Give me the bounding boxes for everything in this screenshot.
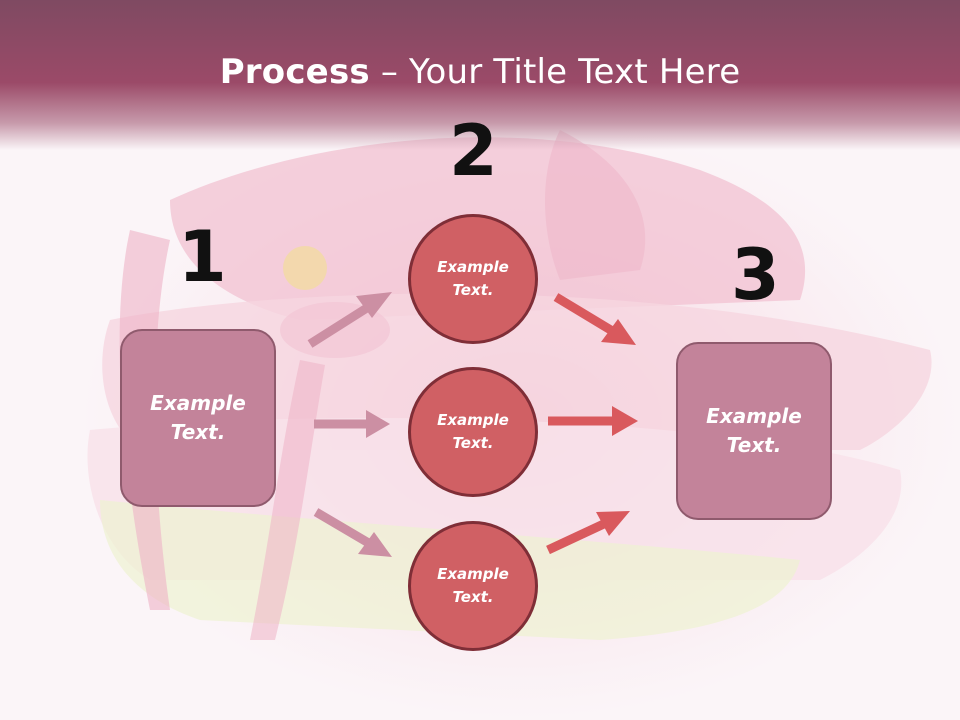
title-rest: – Your Title Text Here (369, 52, 741, 92)
right-box[interactable]: Example Text. (676, 342, 832, 520)
left-box-label: Example Text. (150, 391, 246, 444)
circle-top-label: Example Text. (437, 258, 509, 299)
step-number-2: 2 (449, 110, 498, 192)
circle-bottom-label: Example Text. (437, 565, 509, 606)
arrow-from-middle-circle (548, 406, 638, 436)
title-bold: Process (219, 52, 370, 92)
arrow-to-bottom-circle (313, 508, 392, 557)
right-box-label: Example Text. (706, 404, 802, 457)
header-band (0, 0, 960, 150)
circle-top[interactable]: Example Text. (408, 214, 538, 344)
arrow-from-bottom-circle (546, 511, 630, 555)
circle-middle[interactable]: Example Text. (408, 367, 538, 497)
arrow-from-top-circle (553, 293, 636, 345)
circle-middle-label: Example Text. (437, 411, 509, 452)
arrow-to-top-circle (307, 292, 392, 348)
circle-bottom[interactable]: Example Text. (408, 521, 538, 651)
step-number-3: 3 (731, 234, 780, 316)
slide-title: Process – Your Title Text Here (0, 52, 960, 92)
left-box[interactable]: Example Text. (120, 329, 276, 507)
step-number-1: 1 (178, 216, 227, 298)
arrow-to-middle-circle (314, 410, 390, 438)
